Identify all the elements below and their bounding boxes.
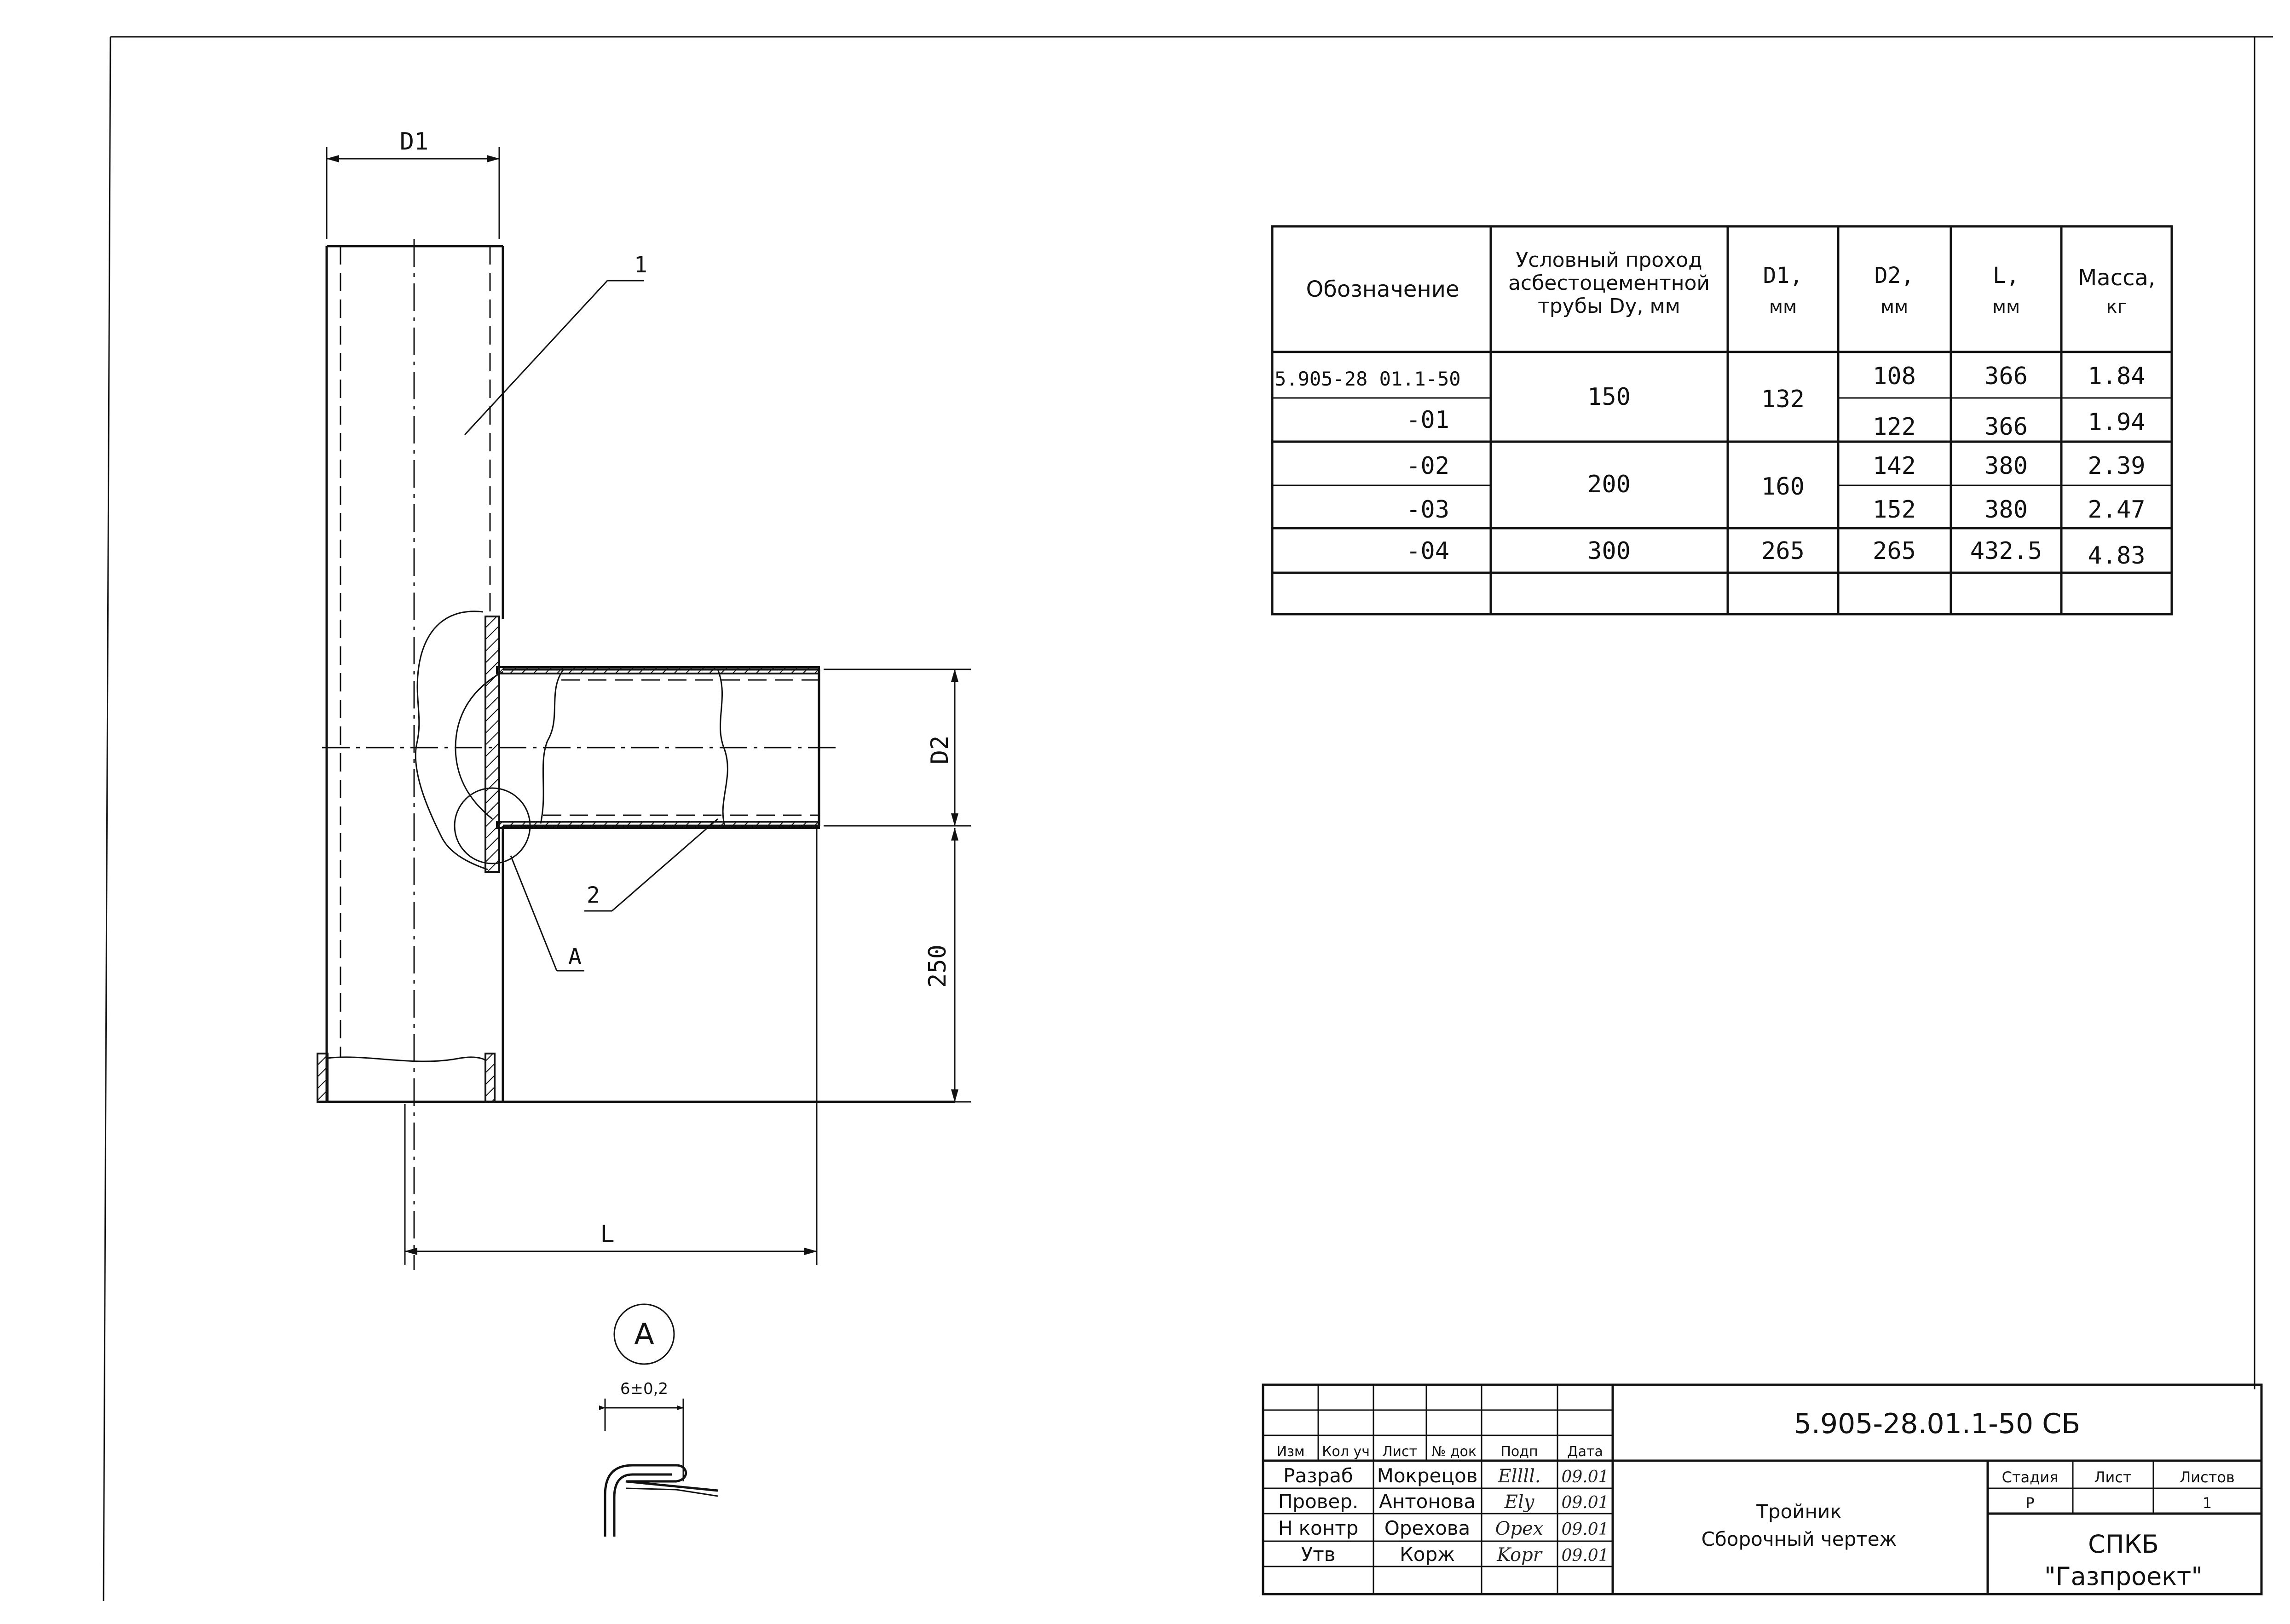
- sheet-frame: [103, 36, 2273, 1601]
- header-mass-line1: Масса,: [2078, 265, 2155, 291]
- col-header-izm: Изм: [1276, 1444, 1304, 1460]
- table-cell: 1.84: [2088, 363, 2145, 390]
- date-approver: 09.01: [1561, 1546, 1609, 1565]
- col-header-sign: Подп: [1500, 1444, 1538, 1460]
- dimensions: D1 D2 250 L: [326, 128, 971, 1265]
- header-l-line1: L,: [1993, 263, 2019, 288]
- signature-approver: Kopr: [1496, 1544, 1543, 1566]
- header-d2-line2: мм: [1880, 296, 1908, 317]
- table-cell: 108: [1873, 363, 1916, 390]
- role-checker: Провер.: [1278, 1490, 1359, 1513]
- table-cell: 380: [1984, 452, 2028, 480]
- table-cell: 265: [1761, 537, 1805, 565]
- table-cell: 200: [1587, 471, 1631, 498]
- table-cell: -02: [1406, 452, 1449, 480]
- title-block-border: [1262, 1383, 2263, 1595]
- col-header-date: Дата: [1567, 1444, 1603, 1460]
- date-checker: 09.01: [1561, 1493, 1609, 1512]
- table-cell: 160: [1761, 473, 1805, 501]
- sheets-label: Листов: [2180, 1469, 2235, 1486]
- table-cell: 142: [1873, 452, 1916, 480]
- table-cell: 2.39: [2088, 452, 2145, 480]
- table-cell: 152: [1873, 496, 1916, 524]
- table-cell: 2.47: [2088, 496, 2145, 524]
- table-cell: 300: [1587, 537, 1631, 565]
- table-cell: 4.83: [2088, 542, 2145, 570]
- detail-a-dimension: 6±0,2: [620, 1380, 668, 1398]
- drawing-title: Тройник: [1756, 1500, 1841, 1523]
- organization-name-line1: СПКБ: [2088, 1530, 2159, 1559]
- name-developer: Мокрецов: [1377, 1464, 1478, 1487]
- dim-d1-label: D1: [400, 128, 429, 155]
- drawing-subtitle: Сборочный чертеж: [1702, 1528, 1897, 1550]
- callouts: 1 2 A: [464, 252, 718, 972]
- role-norm-control: Н контр: [1278, 1517, 1359, 1539]
- header-dy-line3: трубы Dу, мм: [1538, 294, 1680, 318]
- dim-250-label: 250: [924, 944, 952, 988]
- callout-1-label: 1: [634, 252, 647, 278]
- detail-a-view: A 6±0,2: [599, 1303, 718, 1537]
- document-number: 5.905-28.01.1-50 СБ: [1794, 1408, 2081, 1440]
- table-cell: 132: [1761, 386, 1805, 413]
- header-dy-line1: Условный проход: [1516, 248, 1702, 272]
- table-cell: 122: [1873, 413, 1916, 441]
- header-designation: Обозначение: [1306, 276, 1459, 302]
- col-header-list: Лист: [1382, 1444, 1417, 1460]
- signature-checker: Ely: [1504, 1492, 1535, 1513]
- detail-a-marker-circle: [454, 787, 531, 864]
- table-cell: -03: [1406, 496, 1449, 524]
- table-cell: -04: [1406, 537, 1449, 565]
- sheet-label: Лист: [2094, 1469, 2131, 1486]
- dim-d2-label: D2: [926, 736, 954, 765]
- header-l-line2: мм: [1992, 296, 2020, 317]
- table-cell: 265: [1873, 537, 1916, 565]
- detail-a-label: A: [634, 1318, 654, 1352]
- callout-a-label: A: [568, 944, 582, 969]
- role-approver: Утв: [1301, 1543, 1336, 1566]
- table-cell: -01: [1406, 406, 1449, 434]
- table-cell: 5.905-28 01.1-50: [1275, 368, 1461, 390]
- col-header-kol-uch: Кол уч: [1322, 1444, 1370, 1460]
- table-border: [1271, 225, 2173, 616]
- title-block: 5.905-28.01.1-50 СБ Изм Кол уч Лист № до…: [1262, 1383, 2263, 1595]
- table-cell: 432.5: [1970, 537, 2042, 565]
- name-approver: Корж: [1400, 1543, 1455, 1566]
- table-cell: 366: [1984, 363, 2028, 390]
- table-cell: 1.94: [2088, 409, 2145, 436]
- header-dy-line2: асбестоцементной: [1508, 271, 1710, 295]
- detail-a-circle: [613, 1303, 675, 1365]
- signature-developer: Ellll.: [1497, 1466, 1540, 1487]
- organization-name-line2: "Газпроект": [2044, 1562, 2203, 1591]
- tee-pipe-drawing: [317, 239, 955, 1270]
- header-d1-line1: D1,: [1763, 263, 1803, 288]
- callout-2-label: 2: [587, 882, 600, 908]
- role-developer: Разраб: [1283, 1464, 1353, 1487]
- header-d1-line2: мм: [1769, 296, 1797, 317]
- header-mass-line2: кг: [2106, 296, 2127, 317]
- dim-l-label: L: [600, 1221, 614, 1248]
- name-checker: Антонова: [1379, 1490, 1476, 1513]
- col-header-doc-no: № док: [1431, 1444, 1477, 1460]
- parameters-table: Обозначение Условный проход асбестоцемен…: [1271, 225, 2173, 616]
- table-cell: 150: [1587, 383, 1631, 411]
- date-norm-control: 09.01: [1561, 1520, 1609, 1539]
- header-d2-line1: D2,: [1875, 263, 1915, 288]
- stage-label: Стадия: [2002, 1469, 2059, 1486]
- table-cell: 366: [1984, 413, 2028, 441]
- table-cell: 380: [1984, 496, 2028, 524]
- sheets-value: 1: [2203, 1494, 2212, 1512]
- signature-norm-control: Opex: [1495, 1518, 1544, 1539]
- stage-value: Р: [2025, 1494, 2034, 1512]
- name-norm-control: Орехова: [1384, 1517, 1471, 1539]
- date-developer: 09.01: [1561, 1468, 1609, 1486]
